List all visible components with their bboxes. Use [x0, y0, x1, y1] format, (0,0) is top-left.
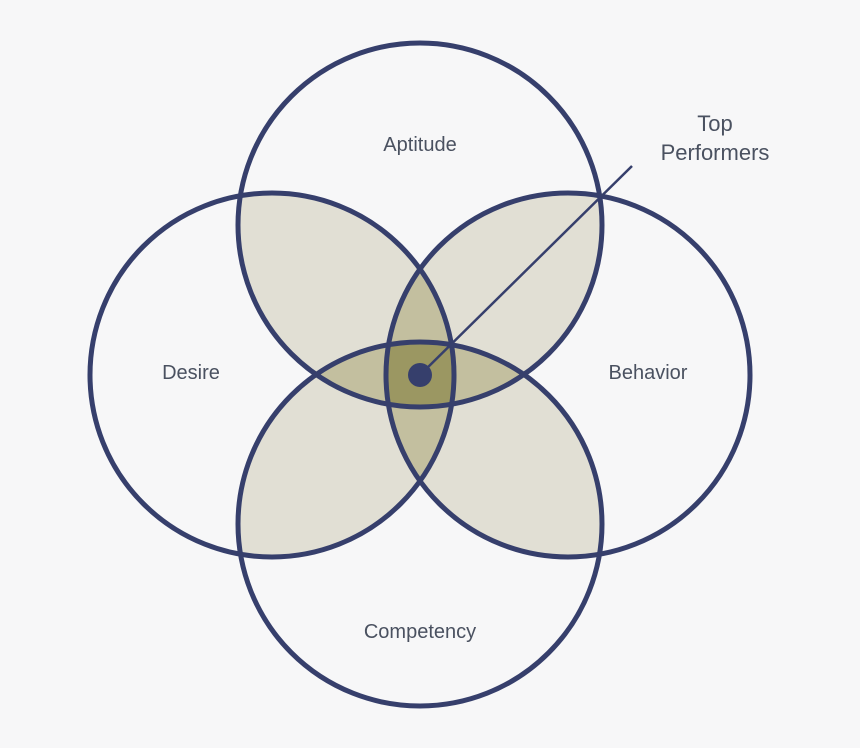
callout-label-line1: Top [697, 111, 732, 136]
label-desire: Desire [162, 362, 220, 384]
circle-competency [235, 339, 605, 709]
label-aptitude: Aptitude [383, 134, 456, 156]
top-performers-marker [408, 363, 432, 387]
circle-desire [87, 190, 457, 560]
label-competency: Competency [364, 621, 476, 643]
circle-aptitude [235, 40, 605, 410]
callout-line [419, 165, 633, 376]
circle-behavior [383, 190, 753, 560]
callout-label-line2: Performers [661, 140, 770, 165]
label-behavior: Behavior [609, 362, 688, 384]
